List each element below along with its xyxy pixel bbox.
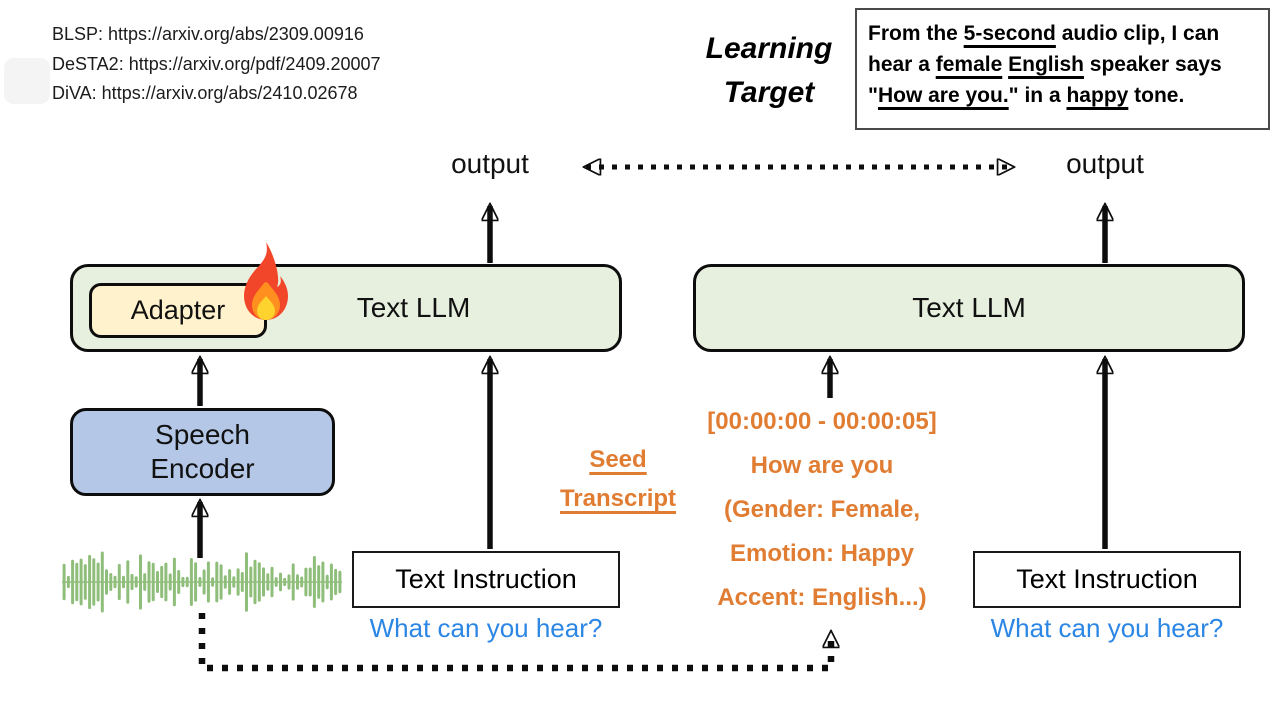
right-instruction-prompt: What can you hear?	[990, 613, 1224, 643]
seed-transcript-label: Seed Transcript	[543, 440, 693, 518]
seed-line-transcript: How are you	[750, 452, 894, 479]
audio-waveform-svg	[61, 551, 343, 613]
learning-target-box: From the 5-second audio clip, I can hear…	[855, 8, 1270, 130]
seed-line-gender: (Gender: Female,	[723, 496, 921, 523]
left-text-llm-label: Text LLM	[356, 292, 471, 323]
adapter-box: Adapter	[89, 283, 267, 338]
seed-line-accent: Accent: English...)	[717, 584, 927, 611]
reference-link-diva: DiVA: https://arxiv.org/abs/2410.02678	[52, 83, 358, 103]
speech-encoder-line1: Speech	[155, 419, 250, 450]
background-artifact	[4, 58, 50, 104]
adapter-label: Adapter	[130, 295, 226, 325]
seed-transcript-text: [00:00:00 - 00:00:05] How are you (Gende…	[672, 400, 972, 620]
left-instruction-prompt: What can you hear?	[369, 613, 603, 643]
reference-links: BLSP: https://arxiv.org/abs/2309.00916 D…	[52, 20, 381, 109]
left-output-label: output	[451, 148, 529, 179]
seed-transcript-label-line1: Seed	[589, 446, 647, 473]
seed-line-timestamp: [00:00:00 - 00:00:05]	[707, 408, 937, 435]
fire-icon	[244, 242, 288, 320]
seed-line-emotion: Emotion: Happy	[730, 540, 914, 567]
right-output-label: output	[1066, 148, 1144, 179]
seed-transcript-label-line2: Transcript	[559, 485, 677, 512]
reference-link-blsp: BLSP: https://arxiv.org/abs/2309.00916	[52, 24, 364, 44]
left-text-llm-box: Text LLM Adapter	[70, 242, 622, 352]
learning-target-label: Learning Target	[693, 27, 845, 115]
reference-link-desta2: DeSTA2: https://arxiv.org/pdf/2409.20007	[52, 53, 381, 74]
right-text-llm-label: Text LLM	[912, 292, 1026, 323]
speech-encoder-line2: Encoder	[150, 453, 255, 484]
learning-target-text-line: "How are you." in a happy tone.	[868, 84, 1185, 107]
right-text-instruction-box: Text Instruction	[973, 551, 1241, 608]
learning-target-line1: Learning	[705, 32, 833, 65]
learning-target-text-line: From the 5-second audio clip, I can	[868, 22, 1220, 45]
audio-waveform	[61, 551, 343, 613]
learning-target-text-line: hear a female English speaker says	[868, 53, 1222, 76]
speech-encoder-box: Speech Encoder	[70, 408, 335, 496]
right-text-llm-box: Text LLM	[693, 264, 1245, 352]
left-text-instruction-box: Text Instruction	[352, 551, 620, 608]
learning-target-line2: Target	[723, 76, 815, 109]
